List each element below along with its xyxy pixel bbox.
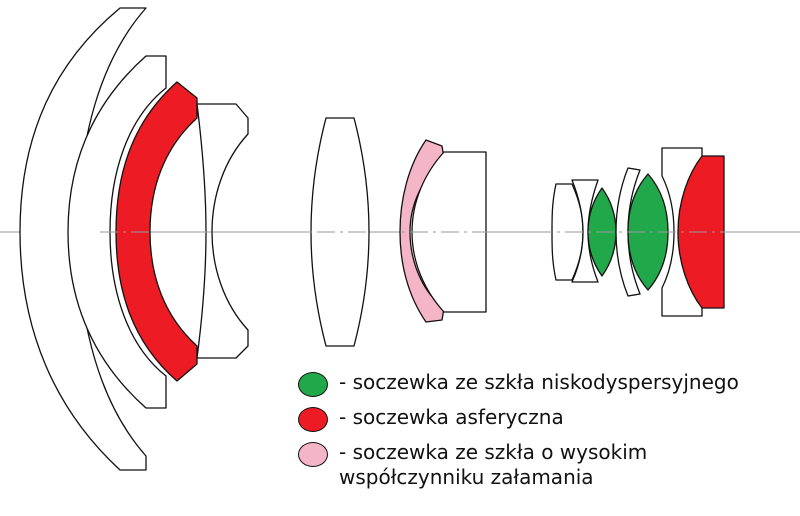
low-dispersion-lens-2 (627, 173, 669, 291)
thin-meniscus-lens (571, 179, 599, 283)
aspherical-meniscus-lens (115, 81, 198, 382)
legend: - soczewka ze szkła niskodyspersyjnego -… (298, 370, 788, 498)
legend-item-aspherical: - soczewka asferyczna (298, 405, 788, 432)
concave-lens-1 (196, 103, 249, 359)
high-refraction-swatch (298, 442, 328, 467)
legend-label-high-refraction: - soczewka ze szkła o wysokim współczynn… (339, 440, 648, 489)
legend-item-high-refraction: - soczewka ze szkła o wysokim współczynn… (298, 440, 788, 490)
low-dispersion-swatch (298, 372, 328, 397)
legend-item-low-dispersion: - soczewka ze szkła niskodyspersyjnego (298, 370, 788, 397)
aspherical-swatch (298, 407, 328, 432)
legend-label-low-dispersion: - soczewka ze szkła niskodyspersyjnego (339, 370, 739, 394)
second-meniscus-lens (67, 55, 167, 409)
legend-label-aspherical: - soczewka asferyczna (339, 405, 564, 429)
